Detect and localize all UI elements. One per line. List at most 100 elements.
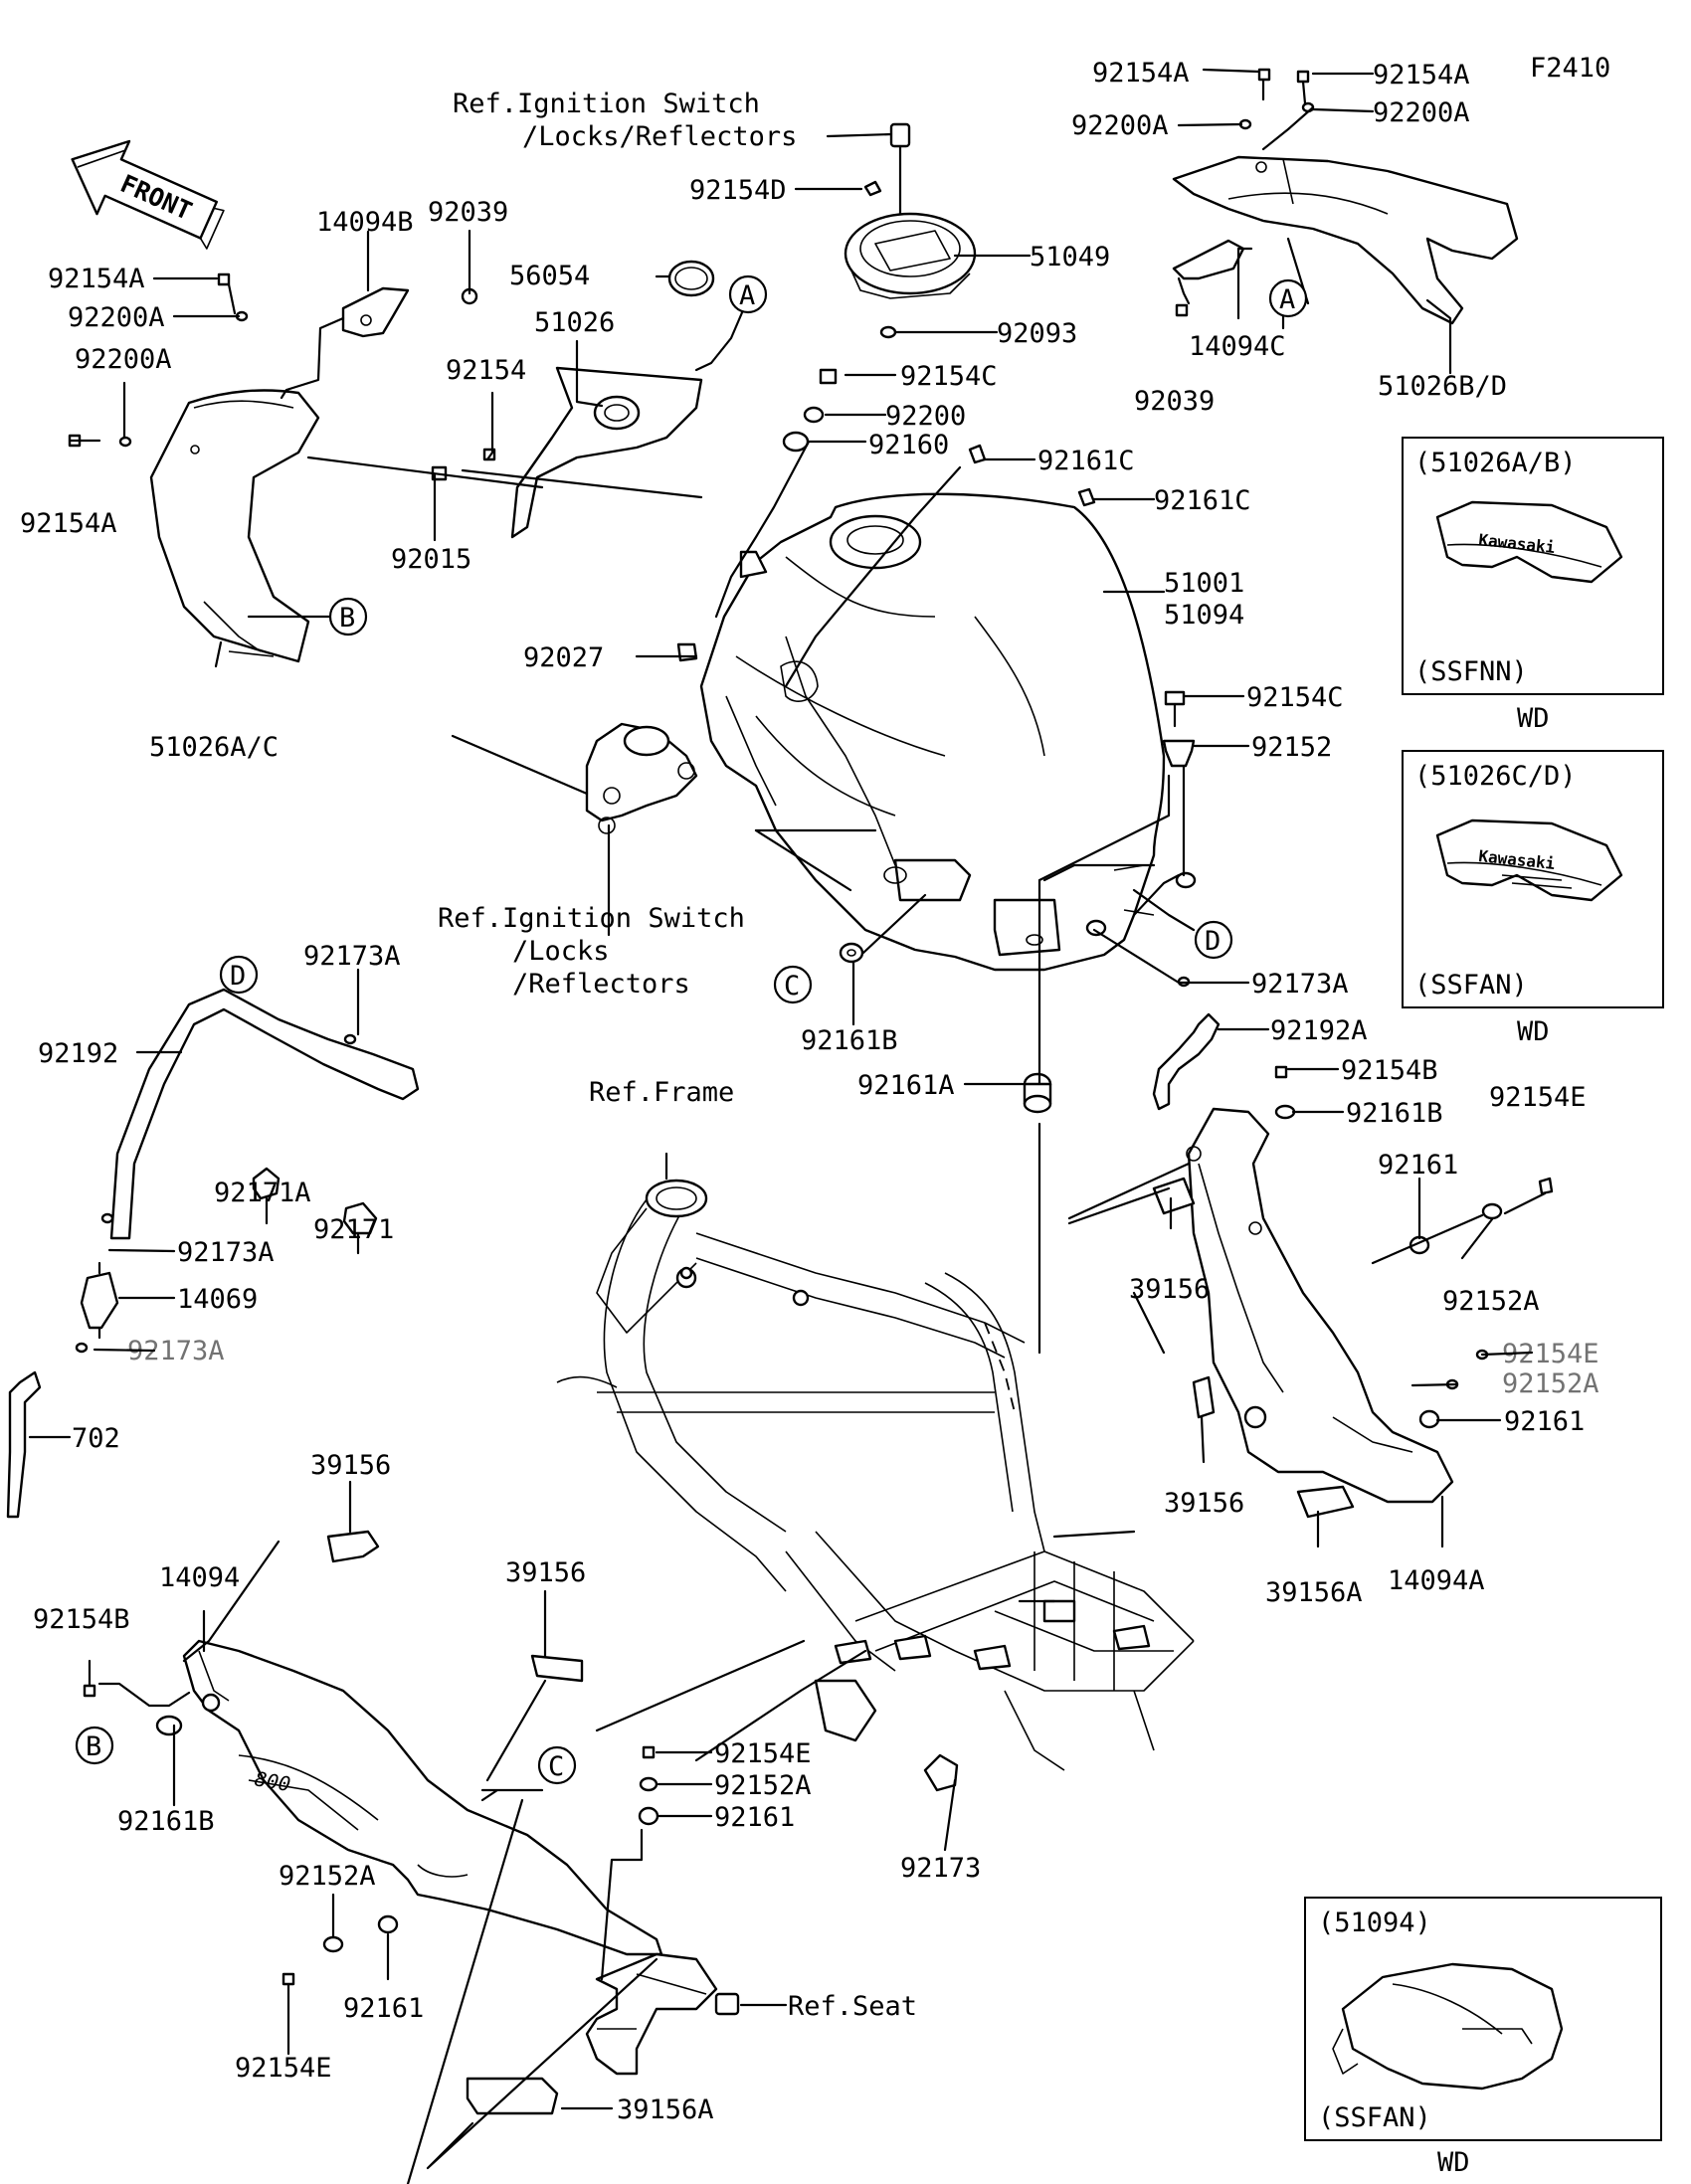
- grommet-92161a: [1023, 1072, 1052, 1114]
- callout-d-2: D: [219, 955, 259, 995]
- clip-92171a: [252, 1167, 281, 1200]
- label-92154a: 92154A: [20, 508, 117, 539]
- label-39156: 39156: [505, 1557, 586, 1588]
- svg-text:A: A: [739, 280, 755, 311]
- grommet-92161b-r: [1274, 1104, 1296, 1120]
- label-92154b: 92154B: [33, 1604, 130, 1635]
- label-92161c: 92161C: [1037, 446, 1135, 476]
- variant-note-wd: WD: [1517, 703, 1550, 734]
- bracket-14094b: [341, 286, 410, 338]
- variant-box-51094: (51094) (SSFAN) WD: [1304, 1897, 1662, 2178]
- callout-a-1: A: [728, 274, 768, 314]
- collar-92152a-r: [1481, 1202, 1503, 1220]
- oring-56054: [667, 260, 715, 297]
- label-92200a: 92200A: [75, 344, 172, 375]
- ref-ignition-top-2: /Locks/Reflectors: [522, 121, 797, 152]
- collar-92152: [1162, 739, 1196, 768]
- label-14094: 14094: [159, 1562, 240, 1593]
- washer-92200: [803, 406, 825, 424]
- washer-92161b-l: [155, 1715, 183, 1736]
- label-14094a: 14094A: [1388, 1565, 1485, 1596]
- left-side-cover-14094: 800: [182, 1639, 663, 1956]
- label-92161b: 92161B: [117, 1806, 215, 1837]
- right-shroud-51026bd: [1172, 155, 1519, 325]
- label-39156a: 39156A: [617, 2094, 714, 2125]
- variant-box-51026cd: (51026C/D) Kawasaki (SSFAN) WD: [1402, 750, 1664, 1047]
- ref-seat: Ref.Seat: [788, 1991, 917, 2022]
- svg-text:C: C: [548, 1751, 564, 1782]
- label-92161: 92161: [1378, 1150, 1458, 1181]
- leader-lines: [28, 68, 1547, 2184]
- label-92154e: 92154E: [235, 2053, 332, 2084]
- label-92173a: 92173A: [303, 941, 401, 972]
- svg-text:(51094): (51094): [1318, 1908, 1431, 1938]
- label-92192a: 92192A: [1270, 1015, 1368, 1046]
- ref-ignition-mid-3: /Reflectors: [512, 969, 690, 1000]
- label-92152a: 92152A: [1502, 1368, 1599, 1399]
- clamp-92173: [923, 1753, 959, 1792]
- label-92093: 92093: [997, 318, 1077, 349]
- callout-c-2: C: [537, 1745, 577, 1785]
- pad-39156-r2: [1192, 1375, 1216, 1419]
- grommet-92161-r2: [1418, 1409, 1440, 1429]
- label-702: 702: [72, 1423, 120, 1454]
- label-92039: 92039: [428, 197, 508, 228]
- label-92154e: 92154E: [1489, 1082, 1587, 1113]
- svg-text:A: A: [1279, 284, 1295, 315]
- svg-text:(SSFNN): (SSFNN): [1414, 656, 1528, 687]
- callout-a-2: A: [1268, 278, 1308, 318]
- callout-c-1: C: [773, 965, 813, 1004]
- bolt-92154e-c: [642, 1745, 656, 1759]
- bolt-92154b-r: [1274, 1065, 1288, 1079]
- fuel-tank-grommet-92160: [782, 431, 810, 453]
- washer-92161b-c: [839, 942, 864, 964]
- label-51049: 51049: [1030, 242, 1110, 273]
- label-92154a: 92154A: [48, 264, 145, 294]
- damper-92161c-2: [1077, 487, 1096, 507]
- label-92152: 92152: [1251, 732, 1332, 763]
- label-51001: 51001: [1164, 568, 1244, 599]
- svg-text:(SSFAN): (SSFAN): [1414, 970, 1528, 1001]
- pad-39156a-r: [1296, 1485, 1355, 1519]
- label-92200a: 92200A: [1373, 97, 1470, 128]
- filter-14069: [80, 1261, 119, 1340]
- label-92173a: 92173A: [127, 1336, 225, 1366]
- label-39156a: 39156A: [1265, 1577, 1363, 1608]
- label-92152a: 92152A: [279, 1861, 376, 1892]
- svg-text:(51026A/B): (51026A/B): [1414, 448, 1577, 478]
- pad-39156-l2: [530, 1654, 584, 1683]
- hose-92192: [109, 988, 420, 1240]
- label-92160: 92160: [868, 430, 949, 460]
- clip-92171: [342, 1201, 378, 1235]
- label-92154a: 92154A: [1092, 58, 1190, 89]
- label-14094b: 14094B: [316, 207, 414, 238]
- ref-frame: Ref.Frame: [589, 1077, 734, 1108]
- label-92200a: 92200A: [68, 302, 165, 333]
- label-92171a: 92171A: [214, 1178, 311, 1208]
- figure-code: F2410: [1530, 53, 1610, 84]
- pad-39156a-l: [466, 2077, 559, 2115]
- hose-702: [6, 1370, 42, 1519]
- label-92161c: 92161C: [1154, 485, 1251, 516]
- callout-d-1: D: [1194, 920, 1233, 960]
- frame-ref: [556, 1179, 1195, 1771]
- callout-b-2: B: [75, 1726, 114, 1765]
- label-92161: 92161: [1504, 1406, 1585, 1437]
- label-92200a: 92200A: [1071, 110, 1169, 141]
- label-56054: 56054: [509, 261, 590, 291]
- label-51026: 51026: [534, 307, 615, 338]
- variant-note-wd: WD: [1437, 2147, 1470, 2178]
- label-92039: 92039: [1134, 386, 1215, 417]
- label-92200: 92200: [885, 401, 966, 432]
- bolt-92027: [676, 642, 698, 662]
- label-92154a: 92154A: [1373, 60, 1470, 91]
- inner-shroud-51026: [510, 366, 703, 539]
- label-39156: 39156: [310, 1450, 391, 1481]
- fuel-tank-51001: [699, 492, 1166, 972]
- pad-39156-r1: [1152, 1177, 1196, 1215]
- seat-bracket-ref: [585, 1952, 740, 2076]
- label-92192: 92192: [38, 1038, 118, 1069]
- variant-note-wd: WD: [1517, 1016, 1550, 1047]
- label-92027: 92027: [523, 642, 604, 673]
